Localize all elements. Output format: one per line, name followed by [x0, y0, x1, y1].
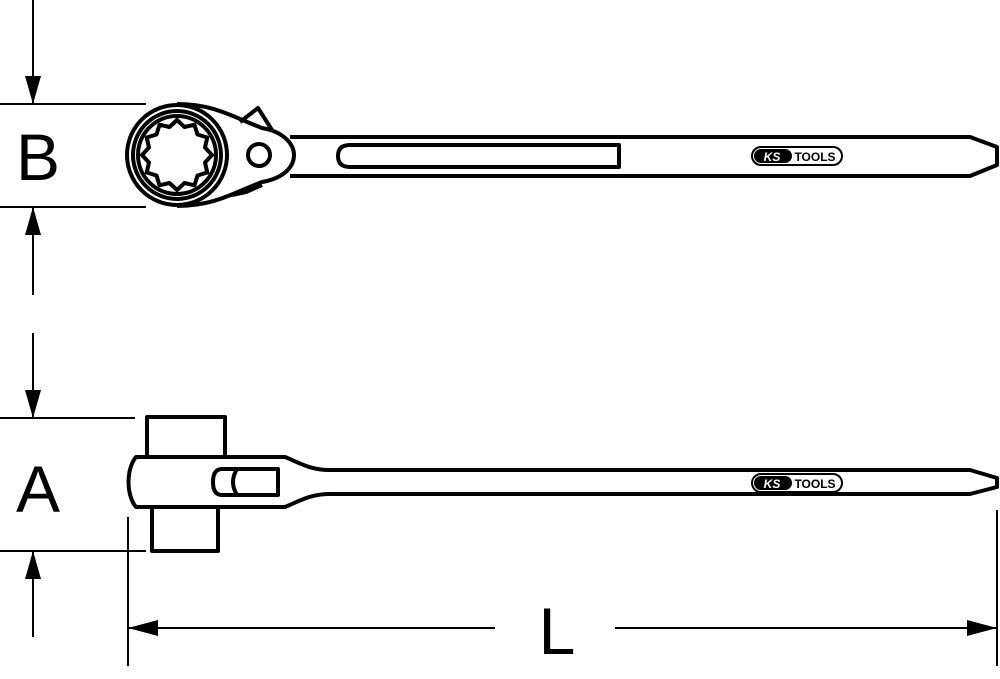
dimension-l-label: L [539, 594, 576, 668]
wrench-side-view: KS TOOLS [126, 415, 999, 553]
ks-tools-logo: KS TOOLS [751, 146, 843, 166]
svg-text:TOOLS: TOOLS [794, 150, 835, 164]
dimension-b-label: B [16, 120, 60, 194]
twelve-point-socket [140, 118, 214, 192]
dimension-a: A [0, 333, 146, 637]
ks-tools-logo-side: KS TOOLS [751, 473, 843, 493]
svg-text:TOOLS: TOOLS [794, 477, 835, 491]
svg-text:KS: KS [764, 477, 781, 491]
dimension-a-label: A [16, 452, 60, 526]
dimension-l: L [127, 510, 998, 668]
wrench-top-view: KS TOOLS [125, 102, 999, 208]
svg-text:KS: KS [764, 150, 781, 164]
dimension-b: B [0, 0, 146, 295]
